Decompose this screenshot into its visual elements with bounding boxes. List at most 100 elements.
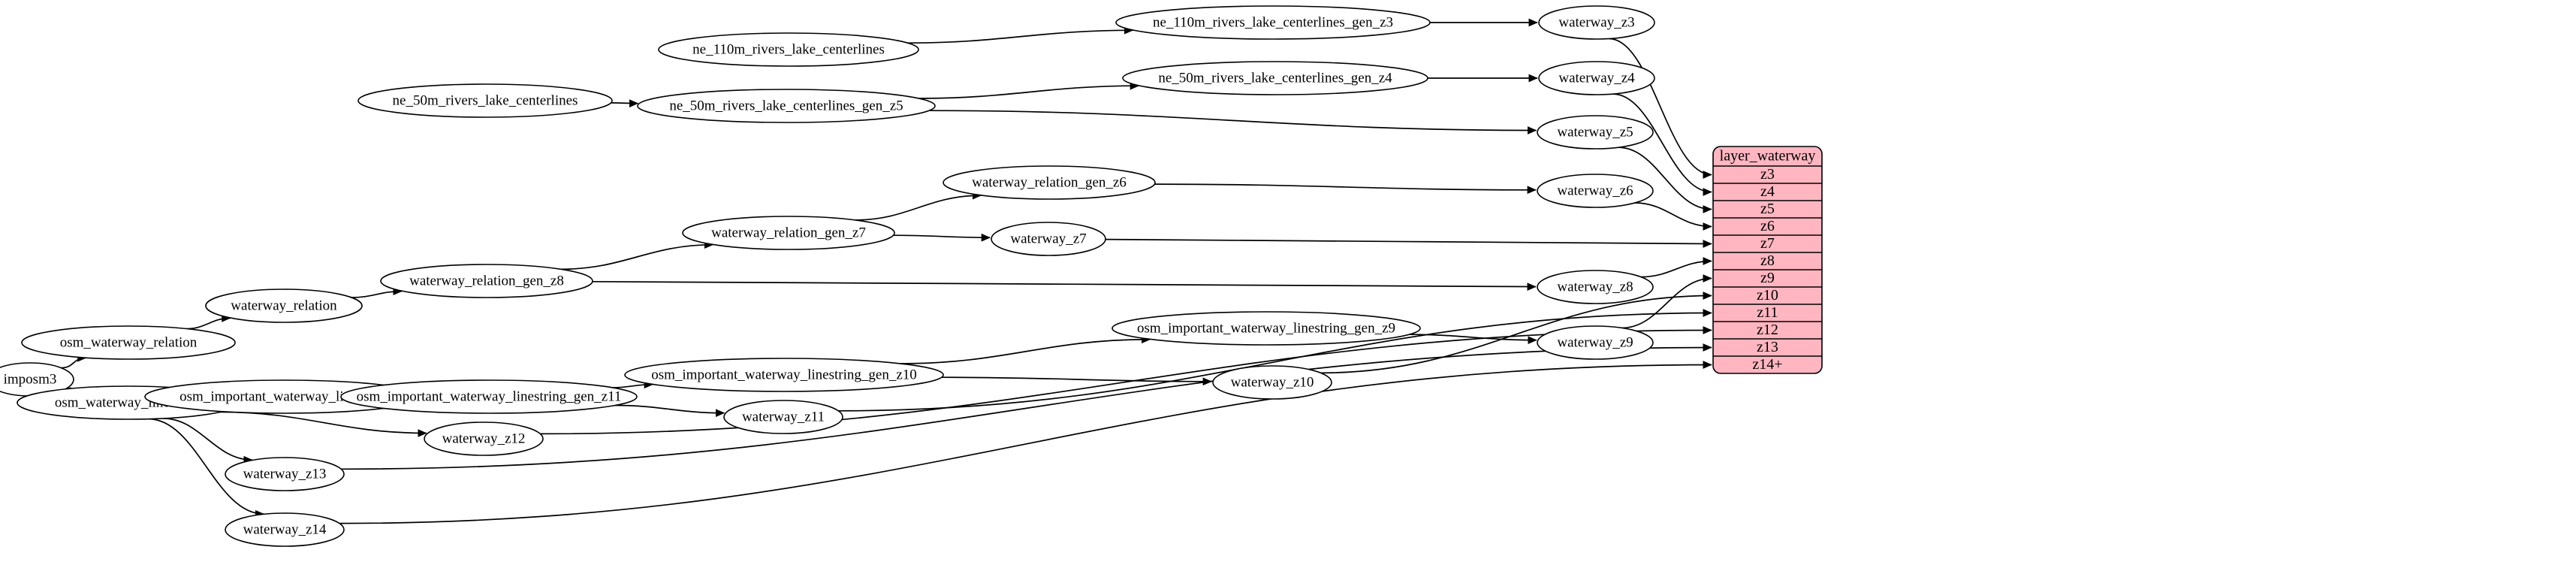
node-waterway_z7[interactable]: waterway_z7 xyxy=(991,222,1106,256)
node-osm_important_waterway_linestring_gen_z9[interactable]: osm_important_waterway_linestring_gen_z9 xyxy=(1112,311,1421,346)
node-label: waterway_z14 xyxy=(243,521,327,537)
node-label: osm_waterway_relation xyxy=(60,334,198,350)
table-row-z8[interactable]: z8 xyxy=(1760,252,1775,269)
node-shape xyxy=(380,264,593,298)
node-osm_important_waterway_linestring[interactable]: osm_important_waterway_linestring xyxy=(144,379,425,414)
node-ne_110m_rivers_lake_centerlines[interactable]: ne_110m_rivers_lake_centerlines xyxy=(658,32,919,67)
edge-osm_waterway_linestring-to-waterway_z14 xyxy=(148,418,265,518)
node-label: waterway_z13 xyxy=(243,466,327,482)
table-layer: layer_waterwayz3z4z5z6z7z8z9z10z11z12z13… xyxy=(1712,146,1823,374)
node-ne_50m_rivers_lake_centerlines[interactable]: ne_50m_rivers_lake_centerlines xyxy=(357,83,613,118)
node-shape xyxy=(1537,115,1654,150)
node-label: waterway_z3 xyxy=(1558,14,1634,30)
edge-ne_110m_rivers_lake_centerlines-to-ne_110m_rivers_lake_centerlines_gen_z3 xyxy=(907,26,1134,44)
edge-waterway_relation_gen_z7-to-waterway_relation_gen_z6 xyxy=(855,191,982,221)
node-waterway_relation_gen_z6[interactable]: waterway_relation_gen_z6 xyxy=(943,165,1156,200)
node-shape xyxy=(682,216,895,250)
edge-osm_important_waterway_linestring_gen_z11-to-osm_important_waterway_linestring_gen_z10 xyxy=(612,380,653,389)
node-shape xyxy=(225,512,345,547)
edge-ne_50m_rivers_lake_centerlines_gen_z5-to-ne_50m_rivers_lake_centerlines_gen_z4 xyxy=(918,81,1139,99)
edge-osm_waterway_linestring-to-waterway_z13 xyxy=(162,418,253,464)
node-shape xyxy=(1538,5,1655,40)
edge-waterway_relation_gen_z8-to-waterway_relation_gen_z7 xyxy=(560,240,714,270)
node-label: waterway_z7 xyxy=(1010,231,1086,246)
node-waterway_z4[interactable]: waterway_z4 xyxy=(1538,61,1655,95)
edge-waterway_z10-to-layer_waterway-z10 xyxy=(1320,292,1712,374)
node-waterway_z13[interactable]: waterway_z13 xyxy=(225,457,345,491)
node-shape xyxy=(943,165,1156,200)
node-label: waterway_z12 xyxy=(442,431,526,446)
table-row-z11[interactable]: z11 xyxy=(1757,304,1778,321)
node-label: ne_110m_rivers_lake_centerlines_gen_z3 xyxy=(1153,14,1393,30)
edge-imposm3-to-osm_waterway_relation xyxy=(61,353,87,369)
table-row-z13[interactable]: z13 xyxy=(1757,339,1778,355)
node-layer: imposm3osm_waterway_relationosm_waterway… xyxy=(0,5,1655,547)
table-row-z10[interactable]: z10 xyxy=(1757,287,1778,304)
edge-waterway_z6-to-layer_waterway-z6 xyxy=(1634,202,1712,231)
node-shape xyxy=(340,379,638,414)
node-shape xyxy=(1212,365,1332,400)
table-background xyxy=(1712,146,1823,374)
table-row-z14+[interactable]: z14+ xyxy=(1752,356,1782,373)
table-row-z3[interactable]: z3 xyxy=(1760,166,1775,183)
table-row-z7[interactable]: z7 xyxy=(1760,235,1775,252)
node-label: waterway_z5 xyxy=(1557,124,1633,140)
node-ne_110m_rivers_lake_centerlines_gen_z3[interactable]: ne_110m_rivers_lake_centerlines_gen_z3 xyxy=(1115,5,1431,40)
node-shape xyxy=(624,358,944,392)
node-waterway_z9[interactable]: waterway_z9 xyxy=(1537,325,1654,360)
node-shape xyxy=(205,289,363,323)
node-shape xyxy=(637,89,936,123)
node-osm_important_waterway_linestring_gen_z11[interactable]: osm_important_waterway_linestring_gen_z1… xyxy=(340,379,638,414)
node-waterway_z14[interactable]: waterway_z14 xyxy=(225,512,345,547)
node-shape xyxy=(225,457,345,491)
edge-ne_50m_rivers_lake_centerlines-to-ne_50m_rivers_lake_centerlines_gen_z5 xyxy=(611,99,639,107)
node-label: waterway_z10 xyxy=(1231,374,1314,390)
edge-waterway_relation_gen_z8-to-waterway_z8 xyxy=(592,280,1537,291)
node-label: waterway_relation_gen_z6 xyxy=(972,174,1127,190)
node-waterway_relation[interactable]: waterway_relation xyxy=(205,289,363,323)
table-row-z6[interactable]: z6 xyxy=(1760,218,1775,234)
node-osm_important_waterway_linestring_gen_z10[interactable]: osm_important_waterway_linestring_gen_z1… xyxy=(624,358,944,392)
node-waterway_z3[interactable]: waterway_z3 xyxy=(1538,5,1655,40)
edge-osm_waterway_linestring-to-waterway_z12 xyxy=(220,411,427,437)
edge-osm_important_waterway_linestring_gen_z10-to-osm_important_waterway_linestring_gen_z9 xyxy=(900,335,1151,364)
table-row-z4[interactable]: z4 xyxy=(1760,183,1775,200)
node-shape xyxy=(357,83,613,118)
node-osm_waterway_relation[interactable]: osm_waterway_relation xyxy=(21,325,236,360)
node-label: osm_important_waterway_linestring_gen_z1… xyxy=(651,367,917,382)
node-waterway_z10[interactable]: waterway_z10 xyxy=(1212,365,1332,400)
edge-waterway_relation_gen_z6-to-waterway_z6 xyxy=(1154,183,1537,195)
node-imposm3[interactable]: imposm3 xyxy=(0,362,74,397)
edge-waterway_z7-to-layer_waterway-z7 xyxy=(1105,238,1712,248)
node-waterway_z12[interactable]: waterway_z12 xyxy=(424,421,544,456)
node-waterway_relation_gen_z8[interactable]: waterway_relation_gen_z8 xyxy=(380,264,593,298)
node-waterway_z6[interactable]: waterway_z6 xyxy=(1537,174,1654,208)
edge-waterway_z11-to-layer_waterway-z11 xyxy=(838,309,1712,412)
node-label: osm_important_waterway_linestring xyxy=(179,388,390,404)
node-label: ne_110m_rivers_lake_centerlines xyxy=(692,41,885,57)
node-label: waterway_z11 xyxy=(742,409,825,425)
node-waterway_z5[interactable]: waterway_z5 xyxy=(1537,115,1654,150)
node-waterway_relation_gen_z7[interactable]: waterway_relation_gen_z7 xyxy=(682,216,895,250)
node-shape xyxy=(424,421,544,456)
node-shape xyxy=(1122,61,1428,95)
edge-waterway_relation_gen_z7-to-waterway_z7 xyxy=(893,233,991,242)
node-shape xyxy=(1538,61,1655,95)
node-label: waterway_z4 xyxy=(1558,70,1635,86)
table-row-z12[interactable]: z12 xyxy=(1757,322,1778,338)
node-ne_50m_rivers_lake_centerlines_gen_z4[interactable]: ne_50m_rivers_lake_centerlines_gen_z4 xyxy=(1122,61,1428,95)
node-ne_50m_rivers_lake_centerlines_gen_z5[interactable]: ne_50m_rivers_lake_centerlines_gen_z5 xyxy=(637,89,936,123)
node-label: imposm3 xyxy=(4,371,57,387)
table-row-z9[interactable]: z9 xyxy=(1760,270,1775,286)
edge-osm_waterway_relation-to-waterway_relation xyxy=(186,314,231,330)
node-waterway_z11[interactable]: waterway_z11 xyxy=(723,400,843,434)
edge-osm_important_waterway_linestring_gen_z11-to-waterway_z11 xyxy=(614,404,725,418)
table-row-z5[interactable]: z5 xyxy=(1760,201,1775,217)
edge-waterway_z9-to-layer_waterway-z9 xyxy=(1621,274,1712,329)
node-label: osm_important_waterway_linestring_gen_z1… xyxy=(357,388,622,404)
edge-waterway_relation-to-waterway_relation_gen_z8 xyxy=(351,287,403,298)
node-waterway_z8[interactable]: waterway_z8 xyxy=(1537,270,1654,304)
node-shape xyxy=(21,325,236,360)
